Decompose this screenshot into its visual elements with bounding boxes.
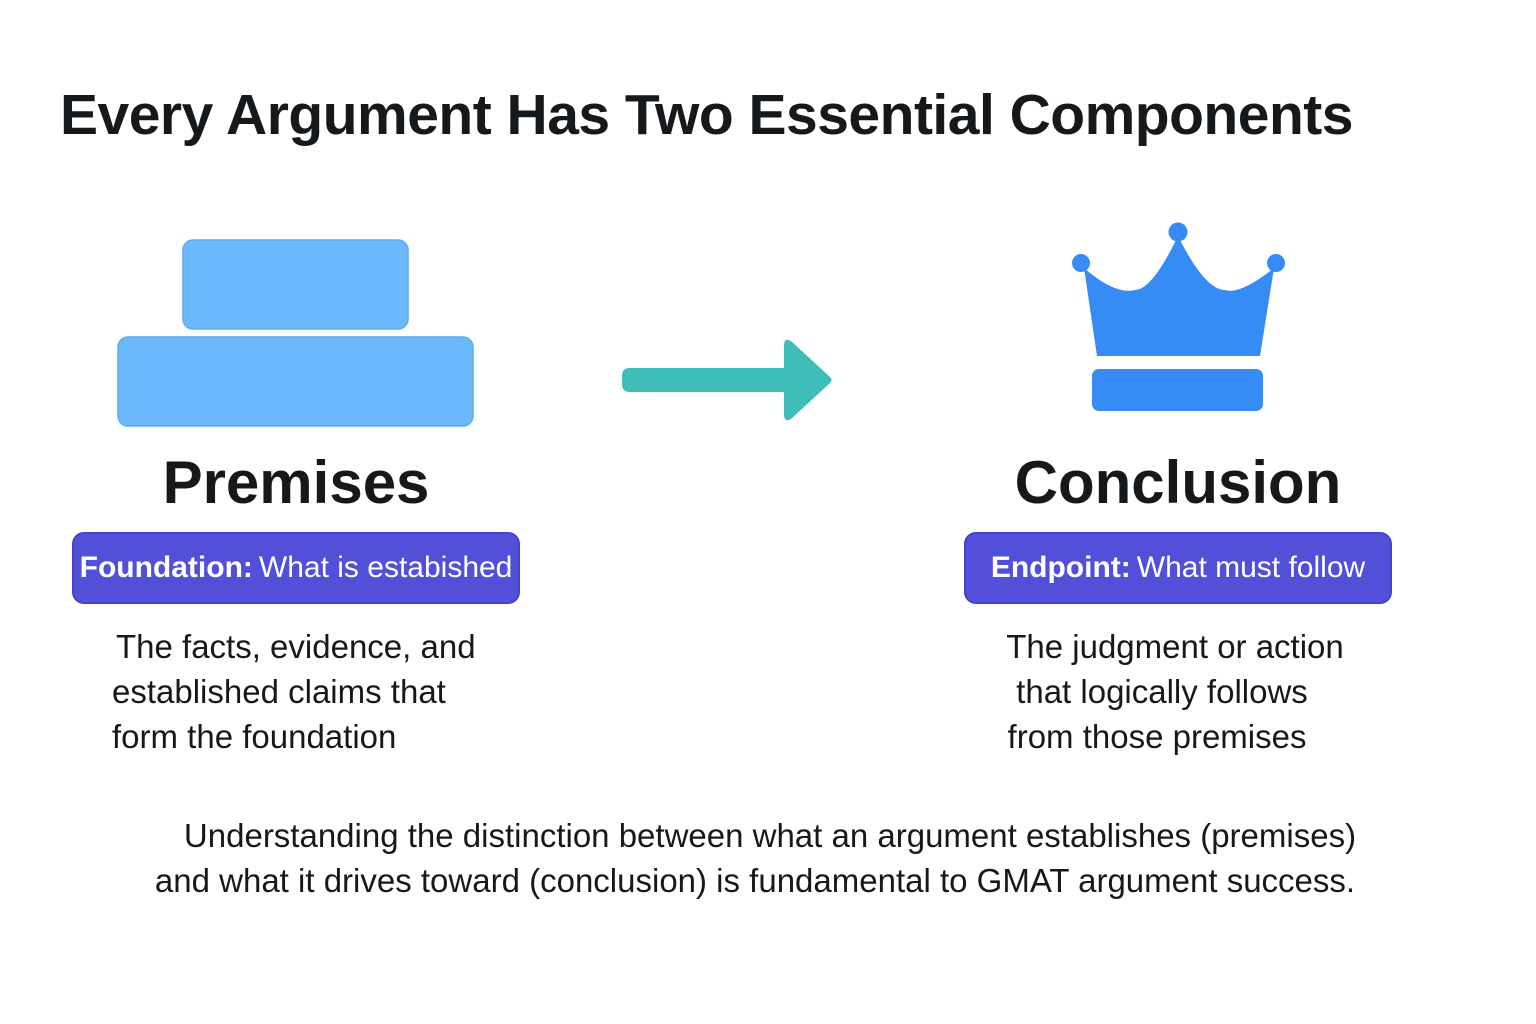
premises-heading: Premises — [162, 449, 430, 516]
premises-badge-label: Foundation: — [79, 551, 253, 584]
bottom-block — [117, 336, 474, 427]
premises-description: The facts, evidence, and established cla… — [112, 624, 476, 759]
description-line: The facts, evidence, and — [116, 628, 476, 665]
arrow-right-icon — [622, 339, 832, 421]
premises-badge: Foundation: What is estabished — [72, 532, 520, 604]
premises-badge-text: What is estabished — [258, 551, 513, 584]
top-block — [182, 239, 409, 330]
conclusion-badge-text: What must follow — [1136, 551, 1366, 584]
stacked-blocks-icon — [117, 239, 474, 427]
page-title: Every Argument Has Two Essential Compone… — [60, 83, 1353, 147]
description-line: that logically follows — [1016, 673, 1308, 710]
description-line: from those premises — [1007, 718, 1307, 755]
description-line: form the foundation — [112, 718, 397, 755]
footer-line: and what it drives toward (conclusion) i… — [154, 862, 1356, 899]
conclusion-description: The judgment or action that logically fo… — [975, 624, 1375, 759]
crown-icon — [1072, 222, 1285, 411]
footer-note: Understanding the distinction between wh… — [0, 813, 1510, 903]
conclusion-badge-label: Endpoint: — [990, 551, 1131, 584]
description-line: established claims that — [112, 673, 446, 710]
conclusion-badge: Endpoint: What must follow — [964, 532, 1392, 604]
description-line: The judgment or action — [1006, 628, 1344, 665]
conclusion-heading: Conclusion — [1014, 449, 1342, 516]
footer-line: Understanding the distinction between wh… — [183, 817, 1357, 854]
